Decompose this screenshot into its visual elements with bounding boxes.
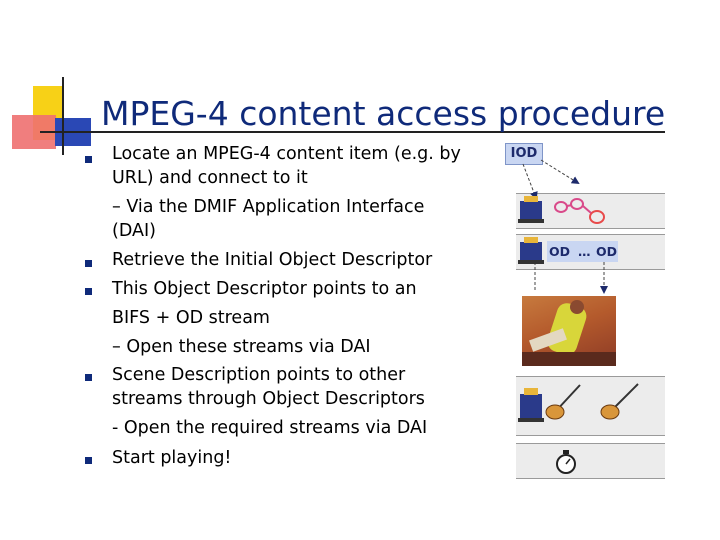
- bullet-marker: [85, 260, 92, 267]
- bullet-marker: [85, 156, 92, 163]
- bullet-marker: [85, 374, 92, 381]
- bullet-2-line-1: Retrieve the Initial Object Descriptor: [112, 250, 433, 270]
- stream-decoder-icon: [518, 196, 544, 223]
- bullet-4-line-1: Scene Description points to other: [112, 365, 406, 385]
- deco-horizontal-line: [40, 131, 665, 133]
- bullet-3-line-1: This Object Descriptor points to an: [112, 279, 417, 299]
- stream-decoder-icon: [518, 237, 544, 264]
- guitar-icon: [600, 383, 639, 420]
- bullet-1-line-2: URL) and connect to it: [112, 168, 308, 188]
- bullet-4-line-3: - Open the required streams via DAI: [112, 418, 428, 438]
- slide-title: MPEG-4 content access procedure: [101, 94, 666, 133]
- guitar-icon: [545, 384, 581, 420]
- clock-panel: [516, 443, 665, 479]
- bullet-1-line-1: Locate an MPEG-4 content item (e.g. by: [112, 144, 461, 164]
- od-strip: [547, 241, 618, 262]
- deco-vertical-line: [62, 77, 64, 155]
- arrow-iod-to-od: [540, 159, 580, 185]
- od-ellipsis: …: [578, 244, 591, 259]
- bullet-3-line-3: – Open these streams via DAI: [112, 337, 371, 357]
- stopwatch-icon: [556, 450, 576, 474]
- iod-label: IOD: [505, 143, 543, 165]
- bullet-1-line-3: – Via the DMIF Application Interface: [112, 197, 425, 217]
- od-label-2: OD: [596, 244, 618, 259]
- arrow-iod-to-bifs: [522, 163, 538, 200]
- bullet-4-line-2: streams through Object Descriptors: [112, 389, 425, 409]
- scene-image: [522, 296, 616, 366]
- od-label-1: OD: [549, 244, 571, 259]
- link-chain-icon: [554, 198, 605, 224]
- bullet-5-line-1: Start playing!: [112, 448, 232, 468]
- bullet-marker: [85, 457, 92, 464]
- bullet-marker: [85, 288, 92, 295]
- bullet-1-line-4: (DAI): [112, 221, 156, 241]
- bullet-3-line-2: BIFS + OD stream: [112, 308, 270, 328]
- stream-decoder-icon: [518, 388, 544, 422]
